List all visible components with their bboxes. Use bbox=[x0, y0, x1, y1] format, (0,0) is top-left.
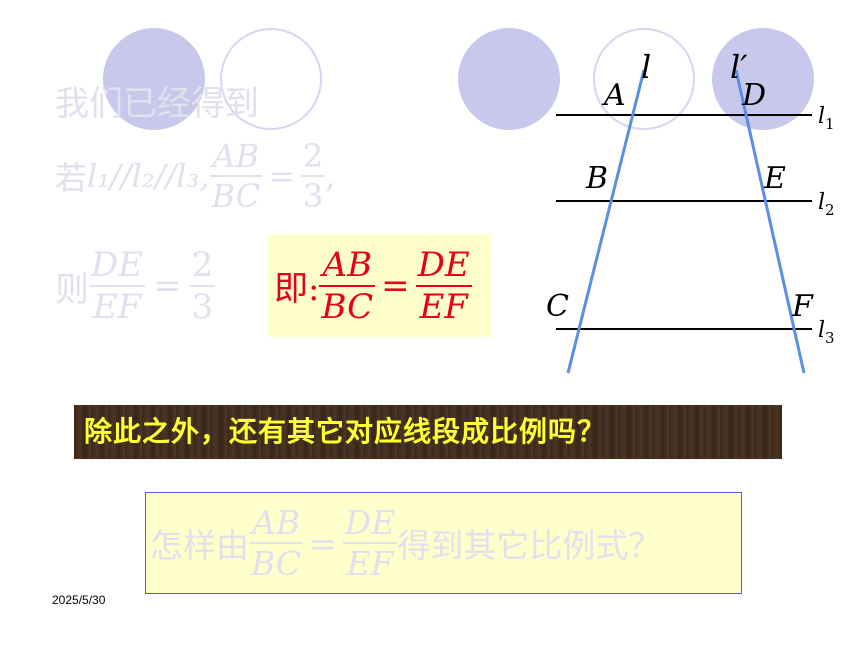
result-left-fraction: AB BC bbox=[319, 244, 376, 327]
question-right-fraction: DE EF bbox=[342, 503, 398, 583]
label-l1: l1 bbox=[818, 104, 835, 133]
condition-fraction: AB BC bbox=[209, 137, 263, 215]
point-B: B bbox=[585, 161, 608, 196]
conclusion-rhs-num: 2 bbox=[191, 245, 214, 285]
condition-rhs-fraction: 2 3 bbox=[300, 137, 326, 215]
result-prefix: 即: bbox=[274, 269, 320, 309]
label-l: l bbox=[641, 48, 651, 86]
result-box: 即: AB BC = DE EF bbox=[268, 234, 491, 337]
point-E: E bbox=[763, 161, 786, 196]
conclusion-num: DE bbox=[91, 245, 144, 285]
question-box: 怎样由 AB BC = DE EF 得到其它比例式？ bbox=[145, 492, 742, 594]
decor-circle-3 bbox=[458, 28, 560, 130]
label-l2: l2 bbox=[818, 190, 835, 219]
result-left-den: BC bbox=[321, 286, 374, 327]
result-right-num: DE bbox=[417, 244, 470, 285]
decor-circle-2 bbox=[220, 28, 322, 130]
conclusion-line: 则 DE EF = 2 3 bbox=[55, 245, 216, 327]
question-right-den: EF bbox=[346, 544, 394, 583]
question-formula: 怎样由 AB BC = DE EF 得到其它比例式？ bbox=[146, 493, 741, 593]
condition-num: AB bbox=[212, 137, 260, 175]
condition-eq: = bbox=[268, 157, 295, 195]
question-left-num: AB bbox=[252, 503, 301, 542]
transversal-l-prime bbox=[734, 69, 806, 374]
conclusion-den: EF bbox=[92, 287, 142, 327]
question-left-fraction: AB BC bbox=[249, 503, 304, 583]
conclusion-eq: = bbox=[153, 266, 182, 306]
question-banner: 除此之外，还有其它对应线段成比例吗？ bbox=[74, 405, 782, 459]
conclusion-rhs-fraction: 2 3 bbox=[189, 245, 216, 327]
point-F: F bbox=[791, 289, 814, 324]
point-A: A bbox=[601, 78, 626, 113]
result-right-fraction: DE EF bbox=[415, 244, 472, 327]
condition-prefix: 若 bbox=[55, 159, 88, 197]
question-eq: = bbox=[309, 523, 337, 563]
condition-den: BC bbox=[211, 177, 261, 215]
condition-rhs-den: 3 bbox=[302, 177, 324, 215]
transversal-l bbox=[566, 69, 646, 374]
label-l-prime: l′ bbox=[730, 48, 748, 86]
point-C: C bbox=[546, 289, 569, 324]
slide-date: 2025/5/30 bbox=[52, 593, 106, 607]
result-eq: = bbox=[381, 265, 410, 306]
label-l3: l3 bbox=[818, 318, 835, 347]
condition-rhs-num: 2 bbox=[302, 137, 324, 175]
decor-circle-1 bbox=[103, 28, 205, 130]
point-D: D bbox=[741, 78, 766, 113]
question-left-den: BC bbox=[251, 544, 302, 583]
conclusion-prefix: 则 bbox=[55, 269, 89, 310]
result-formula: 即: AB BC = DE EF bbox=[268, 234, 491, 337]
condition-suffix: , bbox=[325, 157, 336, 195]
conclusion-rhs-den: 3 bbox=[191, 287, 214, 327]
question-right-num: DE bbox=[344, 503, 396, 542]
result-right-den: EF bbox=[419, 286, 468, 327]
decor-circle-5 bbox=[712, 28, 814, 130]
condition-parallel: l₁//l₂//l₃, bbox=[87, 157, 210, 195]
decor-circle-4 bbox=[593, 28, 695, 130]
parallel-lines-figure: l l′ A D B E C F l1 l2 l3 bbox=[546, 48, 835, 374]
question-prefix: 怎样由 bbox=[150, 526, 249, 565]
intro-text: 我们已经得到 bbox=[55, 84, 259, 124]
condition-line: 若 l₁//l₂//l₃, AB BC = 2 3 , bbox=[55, 140, 335, 212]
result-left-num: AB bbox=[322, 244, 373, 285]
question-suffix: 得到其它比例式？ bbox=[397, 526, 662, 565]
conclusion-fraction: DE EF bbox=[89, 245, 146, 327]
